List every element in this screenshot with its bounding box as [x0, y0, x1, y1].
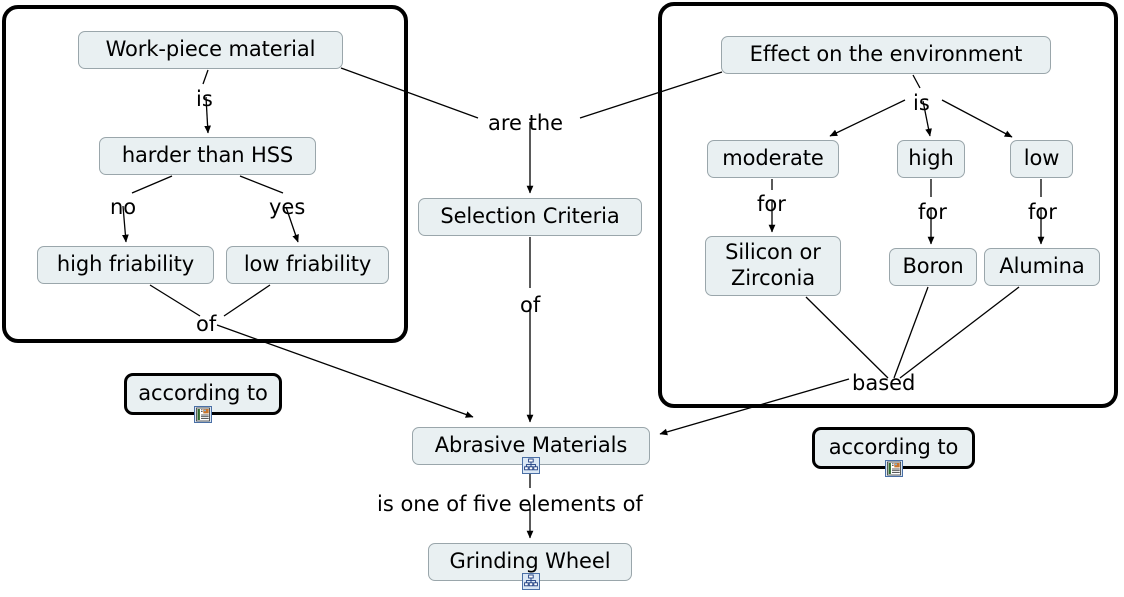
link-label-is-right[interactable]: is	[913, 91, 930, 115]
link-label-for-low[interactable]: for	[1028, 200, 1057, 224]
link-label-for-moderate[interactable]: for	[757, 192, 786, 216]
link-label-no[interactable]: no	[110, 195, 137, 219]
node-effect-on-the-environment[interactable]: Effect on the environment	[721, 36, 1051, 74]
link-label-is-left[interactable]: is	[196, 87, 213, 111]
resource-icon[interactable]	[194, 406, 212, 423]
link-label-yes[interactable]: yes	[269, 195, 306, 219]
node-alumina[interactable]: Alumina	[984, 248, 1100, 286]
node-boron[interactable]: Boron	[889, 248, 977, 286]
node-low-friability[interactable]: low friability	[226, 246, 389, 284]
link-label-for-high[interactable]: for	[918, 200, 947, 224]
node-high-friability[interactable]: high friability	[37, 246, 214, 284]
node-high[interactable]: high	[897, 140, 965, 178]
node-selection-criteria[interactable]: Selection Criteria	[418, 198, 642, 236]
node-moderate[interactable]: moderate	[707, 140, 839, 178]
link-label-of-left[interactable]: of	[196, 312, 217, 336]
cmap-icon[interactable]	[522, 457, 540, 474]
node-harder-than-hss[interactable]: harder than HSS	[99, 137, 316, 175]
right-group-panel	[658, 2, 1118, 408]
node-work-piece-material[interactable]: Work-piece material	[78, 31, 343, 69]
link-label-are-the[interactable]: are the	[488, 111, 564, 135]
node-silicon-or-zirconia[interactable]: Silicon or Zirconia	[705, 236, 841, 296]
link-label-based[interactable]: based	[852, 371, 916, 395]
resource-icon[interactable]	[885, 460, 903, 477]
node-low[interactable]: low	[1010, 140, 1073, 178]
link-label-of-center[interactable]: of	[520, 293, 541, 317]
left-group-panel	[2, 5, 408, 343]
link-label-is-one-of-five-elements-of[interactable]: is one of five elements of	[377, 492, 643, 516]
cmap-icon[interactable]	[522, 573, 540, 590]
